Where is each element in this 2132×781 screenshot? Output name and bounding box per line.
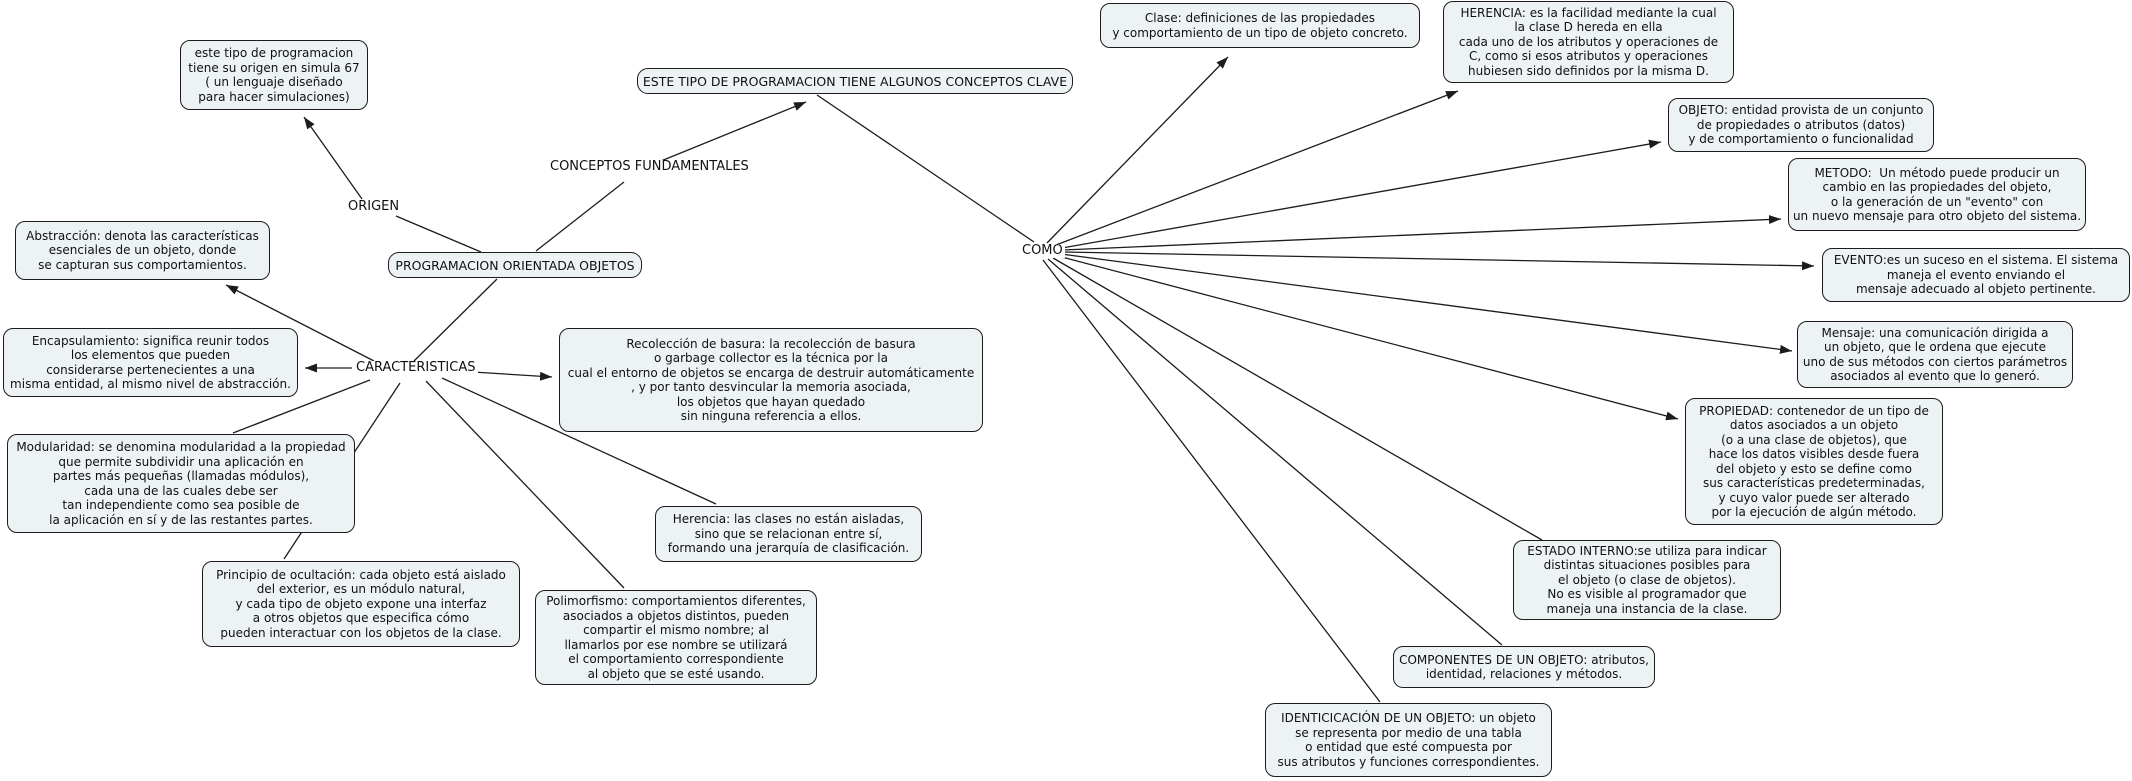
node-componentes[interactable]: COMPONENTES DE UN OBJETO: atributos, ide…: [1393, 646, 1655, 688]
node-clase[interactable]: Clase: definiciones de las propiedades y…: [1100, 3, 1420, 48]
link-label-conceptos-fundamentales[interactable]: CONCEPTOS FUNDAMENTALES: [548, 159, 751, 174]
node-conceptos-clave[interactable]: ESTE TIPO DE PROGRAMACION TIENE ALGUNOS …: [637, 68, 1073, 94]
node-encapsulamiento[interactable]: Encapsulamiento: significa reunir todos …: [3, 328, 298, 397]
node-objeto[interactable]: OBJETO: entidad provista de un conjunto …: [1668, 98, 1934, 152]
node-herencia-clases[interactable]: Herencia: las clases no están aisladas, …: [655, 506, 922, 562]
node-recoleccion[interactable]: Recolección de basura: la recolección de…: [559, 328, 983, 432]
link-label-origen[interactable]: ORIGEN: [346, 199, 402, 214]
node-polimorfismo[interactable]: Polimorfismo: comportamientos diferentes…: [535, 590, 817, 685]
node-identificacion[interactable]: IDENTICICACIÓN DE UN OBJETO: un objeto s…: [1265, 703, 1552, 777]
link-label-como[interactable]: COMO: [1020, 243, 1065, 258]
link-label-caracteristicas[interactable]: CARACTERISTICAS: [354, 360, 478, 375]
node-ocultacion[interactable]: Principio de ocultación: cada objeto est…: [202, 561, 520, 647]
node-mensaje[interactable]: Mensaje: una comunicación dirigida a un …: [1797, 321, 2073, 388]
node-estado-interno[interactable]: ESTADO INTERNO:se utiliza para indicar d…: [1513, 540, 1781, 620]
node-herencia[interactable]: HERENCIA: es la facilidad mediante la cu…: [1443, 1, 1734, 83]
node-metodo[interactable]: METODO: Un método puede producir un camb…: [1788, 158, 2086, 231]
node-propiedad[interactable]: PROPIEDAD: contenedor de un tipo de dato…: [1685, 398, 1943, 525]
node-poo[interactable]: PROGRAMACION ORIENTADA OBJETOS: [388, 252, 642, 278]
node-abstraccion[interactable]: Abstracción: denota las características …: [15, 221, 270, 280]
node-evento[interactable]: EVENTO:es un suceso en el sistema. El si…: [1822, 248, 2130, 302]
node-simula-origin[interactable]: este tipo de programacion tiene su orige…: [180, 40, 368, 110]
node-modularidad[interactable]: Modularidad: se denomina modularidad a l…: [7, 434, 355, 533]
